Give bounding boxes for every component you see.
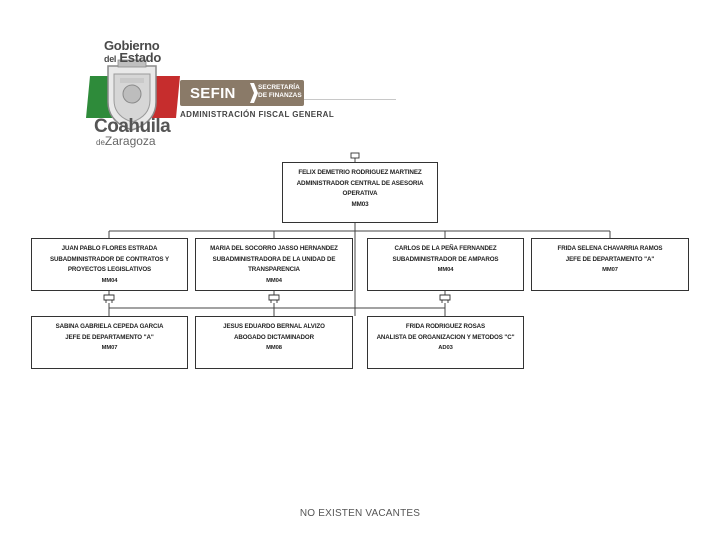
position-code: MM07 [101,345,118,351]
position-title: ADMINISTRADOR CENTRAL DE ASESORIA [296,179,424,187]
state-sub-zaragoza: Zaragoza [104,134,156,148]
person-name: JUAN PABLO FLORES ESTRADA [61,245,158,252]
gov-title-estado: Estado [119,50,161,65]
position-code: MM08 [266,345,282,351]
sefin-logo-banner [180,80,304,106]
org-box-jefe-depto-a: FRIDA SELENA CHAVARRIA RAMOS JEFE DE DEP… [531,238,689,291]
position-title: JEFE DE DEPARTAMENTO "A" [565,255,655,263]
state-sub-de: de [96,138,105,147]
org-box-sub-amparos: FRIDA RODRIGUEZ ROSAS ANALISTA DE ORGANI… [367,316,524,369]
coahuila-shield-logo [86,59,180,131]
person-name: FELIX DEMETRIO RODRIGUEZ MARTINEZ [298,169,422,176]
position-code: MM04 [266,277,282,284]
person-name: CARLOS DE LA PEÑA FERNANDEZ [394,245,497,252]
org-box-amparos: CARLOS DE LA PEÑA FERNANDEZ SUBADMINISTR… [367,238,524,291]
position-title: ABOGADO DICTAMINADOR [233,333,315,341]
org-box-sub-contratos: SABINA GABRIELA CEPEDA GARCIA JEFE DE DE… [31,316,188,369]
position-title: SUBADMINISTRADOR DE CONTRATOS Y [50,255,169,263]
sefin-secretaria: SECRETARÍA [258,84,300,91]
org-box-root: FELIX DEMETRIO RODRIGUEZ MARTINEZ ADMINI… [282,162,438,223]
position-code: MM04 [101,277,118,284]
position-title-cont: PROYECTOS LEGISLATIVOS [67,266,152,273]
state-subtitle: deZaragoza [96,134,156,148]
org-box-sub-transparencia: JESUS EDUARDO BERNAL ALVIZO ABOGADO DICT… [195,316,353,369]
position-code: MM04 [437,267,454,273]
vacancies-note: NO EXISTEN VACANTES [299,508,421,519]
person-name: SABINA GABRIELA CEPEDA GARCIA [55,323,164,330]
position-title: SUBADMINISTRADORA DE LA UNIDAD DE [212,255,336,263]
state-name: Coahuila [94,116,171,137]
gov-title-del: del [104,54,117,64]
org-node-icon [350,152,360,162]
gov-title-line2: del Estado [104,50,161,65]
position-code: AD03 [438,345,453,351]
person-name: FRIDA RODRIGUEZ ROSAS [405,323,486,330]
sefin-de-finanzas: DE FINANZAS [258,92,302,99]
person-name: MARIA DEL SOCORRO JASSO HERNANDEZ [210,245,338,252]
person-name: JESUS EDUARDO BERNAL ALVIZO [223,323,325,330]
org-node-icon [268,291,280,303]
admin-fiscal-general: ADMINISTRACIÓN FISCAL GENERAL [180,110,335,119]
org-box-contratos: JUAN PABLO FLORES ESTRADA SUBADMINISTRAD… [31,238,188,291]
position-title: ANALISTA DE ORGANIZACION Y METODOS "C" [376,333,515,341]
sefin-label: SEFIN [190,85,236,102]
position-title-cont: TRANSPARENCIA [248,266,300,273]
position-code: MM07 [602,267,618,273]
position-title: SUBADMINISTRADOR DE AMPAROS [392,255,499,263]
org-node-icon [439,291,451,303]
person-name: FRIDA SELENA CHAVARRIA RAMOS [557,245,663,252]
position-code: MM03 [351,200,369,208]
position-title: JEFE DE DEPARTAMENTO "A" [65,333,154,341]
org-node-icon [103,291,115,303]
position-title-cont: OPERATIVA [342,190,378,197]
header-divider [304,99,396,100]
org-box-transparencia: MARIA DEL SOCORRO JASSO HERNANDEZ SUBADM… [195,238,353,291]
gov-title-line1: Gobierno [104,38,160,53]
